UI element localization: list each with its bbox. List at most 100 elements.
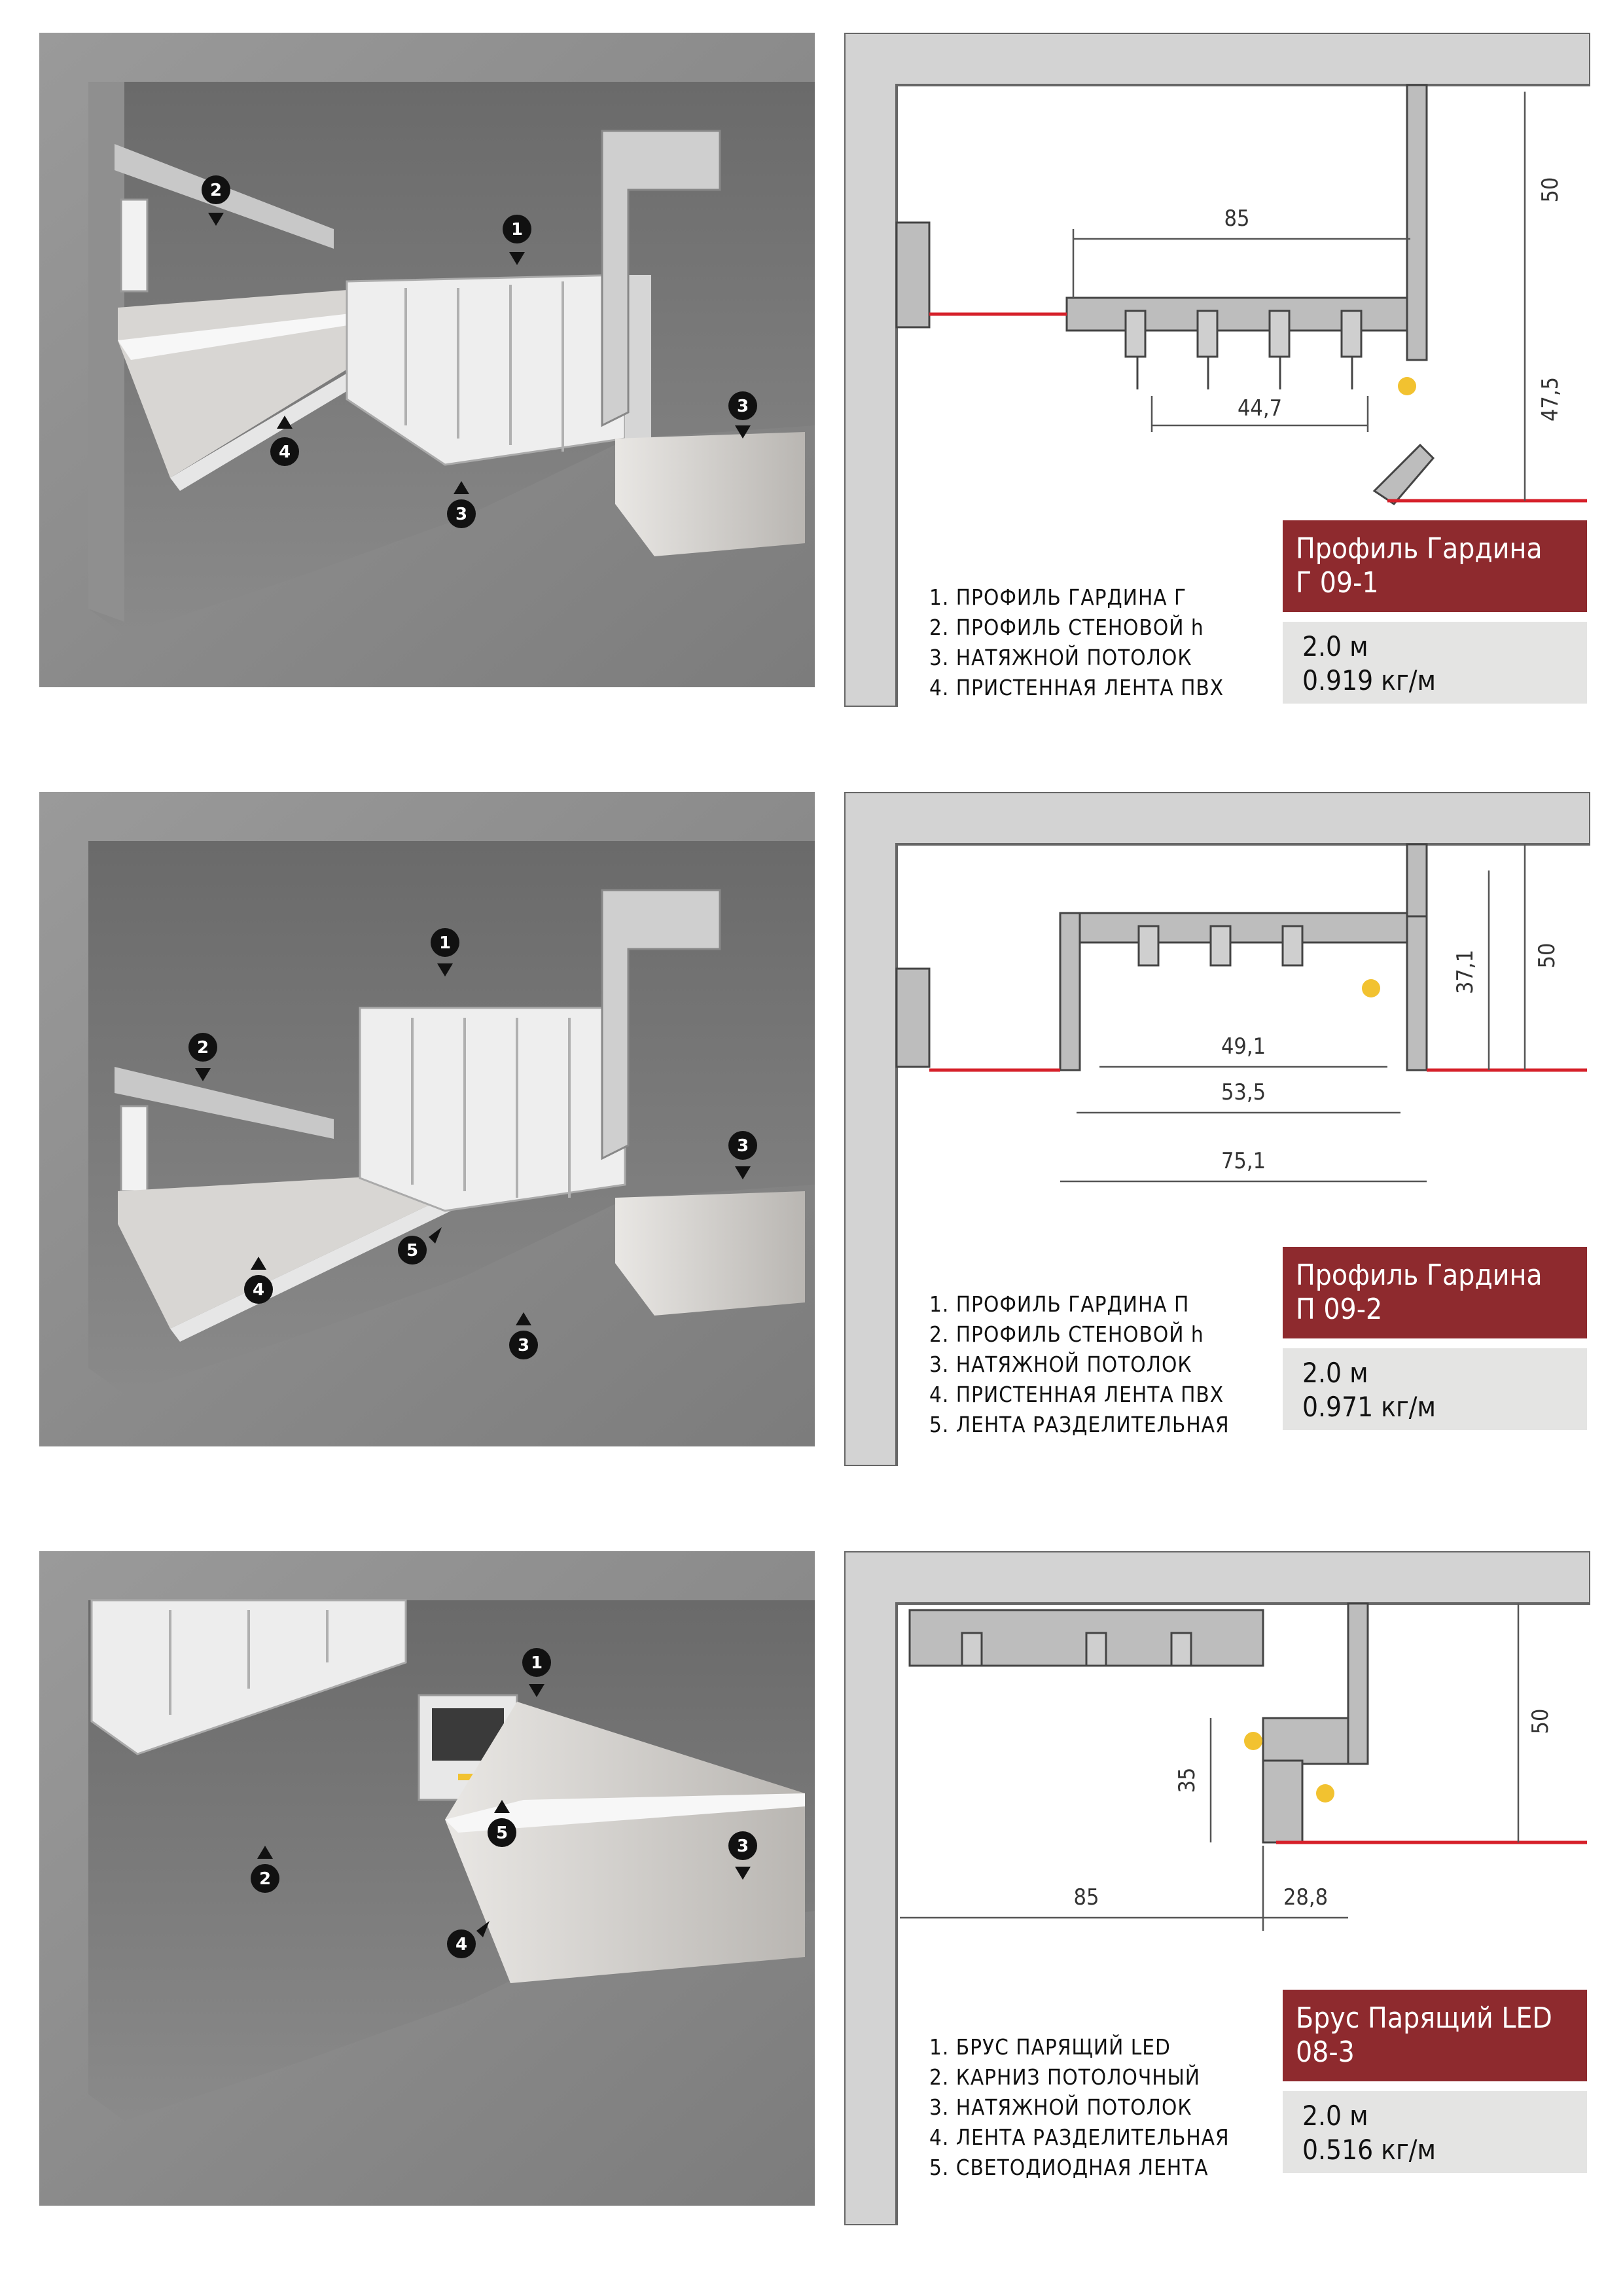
svg-text:4: 4 — [253, 1280, 264, 1300]
legend-item: 3. НАТЯЖНОЙ ПОТОЛОК — [929, 645, 1192, 670]
legend-item: 1. ПРОФИЛЬ ГАРДИНА П — [929, 1291, 1190, 1317]
callout-3: 3 — [728, 1831, 757, 1880]
callout-3a: 3 — [728, 391, 757, 439]
callout-3b: 3 — [509, 1312, 538, 1359]
dim-50: 50 — [1534, 943, 1560, 969]
spec-weight: 0.919 кг/м — [1302, 664, 1436, 696]
stretch-ceiling — [445, 1702, 805, 1983]
svg-text:4: 4 — [279, 442, 291, 462]
mounting-bracket — [601, 889, 721, 1160]
mounting-bracket — [601, 130, 721, 427]
bracket-section — [1406, 84, 1428, 361]
dim-37-1: 37,1 — [1452, 950, 1478, 994]
dim-44-7: 44,7 — [1238, 395, 1282, 422]
stretch-ceiling — [615, 432, 805, 556]
spec-plate: 2.0 м 0.971 кг/м — [1283, 1348, 1587, 1430]
product-section-p09-2: 1 2 3 3 4 5 49,1 53,5 75,1 37,1 50 — [0, 759, 1623, 1479]
spec-weight: 0.516 кг/м — [1302, 2134, 1436, 2166]
svg-text:3: 3 — [737, 1837, 749, 1856]
ceiling-slab — [88, 1600, 815, 2121]
callout-2: 2 — [251, 1846, 279, 1893]
wall-profile-section — [895, 967, 931, 1068]
svg-text:4: 4 — [455, 1935, 467, 1954]
dim-75-1: 75,1 — [1221, 1148, 1266, 1174]
product-title: Профиль Гардина П 09-2 — [1283, 1247, 1587, 1338]
curtain-profile-section — [1059, 912, 1428, 944]
legend-item: 5. СВЕТОДИОДНАЯ ЛЕНТА — [929, 2155, 1209, 2180]
legend: 1. ПРОФИЛЬ ГАРДИНА П 2. ПРОФИЛЬ СТЕНОВОЙ… — [929, 1289, 1296, 1440]
render-image: 1 2 3 3 4 — [39, 33, 815, 687]
wall-frame — [844, 792, 1590, 1466]
legend: 1. БРУС ПАРЯЩИЙ LED 2. КАРНИЗ ПОТОЛОЧНЫЙ… — [929, 2032, 1296, 2183]
bracket-section — [1347, 1602, 1369, 1765]
curtain-profile-section — [1065, 296, 1428, 332]
product-section-08-3: 1 2 3 4 5 85 28,8 35 50 1. БРУС ПАРЯЩИЙ … — [0, 1518, 1623, 2238]
callout-4: 4 — [447, 1921, 490, 1958]
svg-text:5: 5 — [406, 1241, 418, 1261]
dim-53-5: 53,5 — [1221, 1079, 1266, 1105]
callout-3b: 3 — [447, 481, 476, 528]
spec-length: 2.0 м — [1302, 630, 1368, 662]
callout-4: 4 — [244, 1257, 273, 1304]
spec-length: 2.0 м — [1302, 2100, 1368, 2132]
wall-profile-end — [120, 1105, 149, 1193]
legend-item: 3. НАТЯЖНОЙ ПОТОЛОК — [929, 2094, 1192, 2120]
wall-profile-end — [120, 198, 149, 293]
dim-50: 50 — [1537, 177, 1563, 203]
svg-text:1: 1 — [531, 1653, 543, 1673]
wall-profile-section — [895, 221, 931, 329]
dim-28-8: 28,8 — [1283, 1884, 1328, 1910]
curtain-profile — [359, 1007, 626, 1212]
led-icon — [1244, 1732, 1262, 1750]
dim-50: 50 — [1527, 1709, 1554, 1734]
svg-text:2: 2 — [210, 181, 222, 200]
callout-5: 5 — [488, 1800, 516, 1847]
led-icon — [1398, 377, 1416, 395]
svg-text:1: 1 — [511, 220, 523, 240]
wall-frame — [844, 33, 1590, 707]
floating-beam-section — [1262, 1717, 1349, 1765]
callout-1: 1 — [522, 1648, 551, 1697]
dim-47-5: 47,5 — [1537, 377, 1563, 422]
wall-frame — [844, 1551, 1590, 2225]
spec-length: 2.0 м — [1302, 1357, 1368, 1389]
callout-4: 4 — [270, 416, 299, 466]
dim-49-1: 49,1 — [1221, 1033, 1266, 1060]
spec-plate: 2.0 м 0.919 кг/м — [1283, 622, 1587, 704]
svg-text:3: 3 — [518, 1336, 529, 1355]
spec-plate: 2.0 м 0.516 кг/м — [1283, 2091, 1587, 2173]
callout-3a: 3 — [728, 1131, 757, 1179]
dim-35: 35 — [1174, 1768, 1200, 1793]
pvc-tape — [118, 1172, 458, 1329]
product-section-g09-1: 1 2 3 3 4 85 50 47, — [0, 0, 1623, 720]
legend-item: 3. НАТЯЖНОЙ ПОТОЛОК — [929, 1352, 1192, 1377]
legend-item: 1. БРУС ПАРЯЩИЙ LED — [929, 2034, 1171, 2060]
callout-2: 2 — [202, 175, 230, 226]
led-icon — [1316, 1784, 1334, 1803]
callout-1: 1 — [431, 928, 459, 977]
svg-text:3: 3 — [737, 397, 749, 416]
legend-item: 4. ЛЕНТА РАЗДЕЛИТЕЛЬНАЯ — [929, 2125, 1230, 2150]
dim-85: 85 — [1074, 1884, 1099, 1910]
callout-2: 2 — [188, 1033, 217, 1081]
technical-drawing: 85 50 47,5 44,7 — [844, 33, 1590, 707]
svg-text:2: 2 — [197, 1038, 209, 1058]
product-title: Профиль Гардина Г 09-1 — [1283, 520, 1587, 612]
svg-text:3: 3 — [455, 505, 467, 524]
svg-text:2: 2 — [259, 1869, 271, 1889]
spec-weight: 0.971 кг/м — [1302, 1391, 1436, 1423]
legend-item: 5. ЛЕНТА РАЗДЕЛИТЕЛЬНАЯ — [929, 1412, 1230, 1437]
dim-85: 85 — [1224, 206, 1250, 232]
legend-item: 1. ПРОФИЛЬ ГАРДИНА Г — [929, 584, 1187, 610]
callout-5: 5 — [398, 1227, 442, 1265]
render-image: 1 2 3 4 5 — [39, 1551, 815, 2206]
svg-text:1: 1 — [439, 933, 451, 953]
svg-text:3: 3 — [737, 1136, 749, 1156]
bracket-section — [1406, 843, 1428, 918]
callout-1: 1 — [503, 215, 531, 265]
product-title: Брус Парящий LED 08-3 — [1283, 1990, 1587, 2081]
legend-item: 4. ПРИСТЕННАЯ ЛЕНТА ПВХ — [929, 1382, 1224, 1407]
led-icon — [1362, 979, 1380, 997]
svg-text:5: 5 — [496, 1823, 508, 1843]
legend-item: 2. КАРНИЗ ПОТОЛОЧНЫЙ — [929, 2064, 1200, 2090]
